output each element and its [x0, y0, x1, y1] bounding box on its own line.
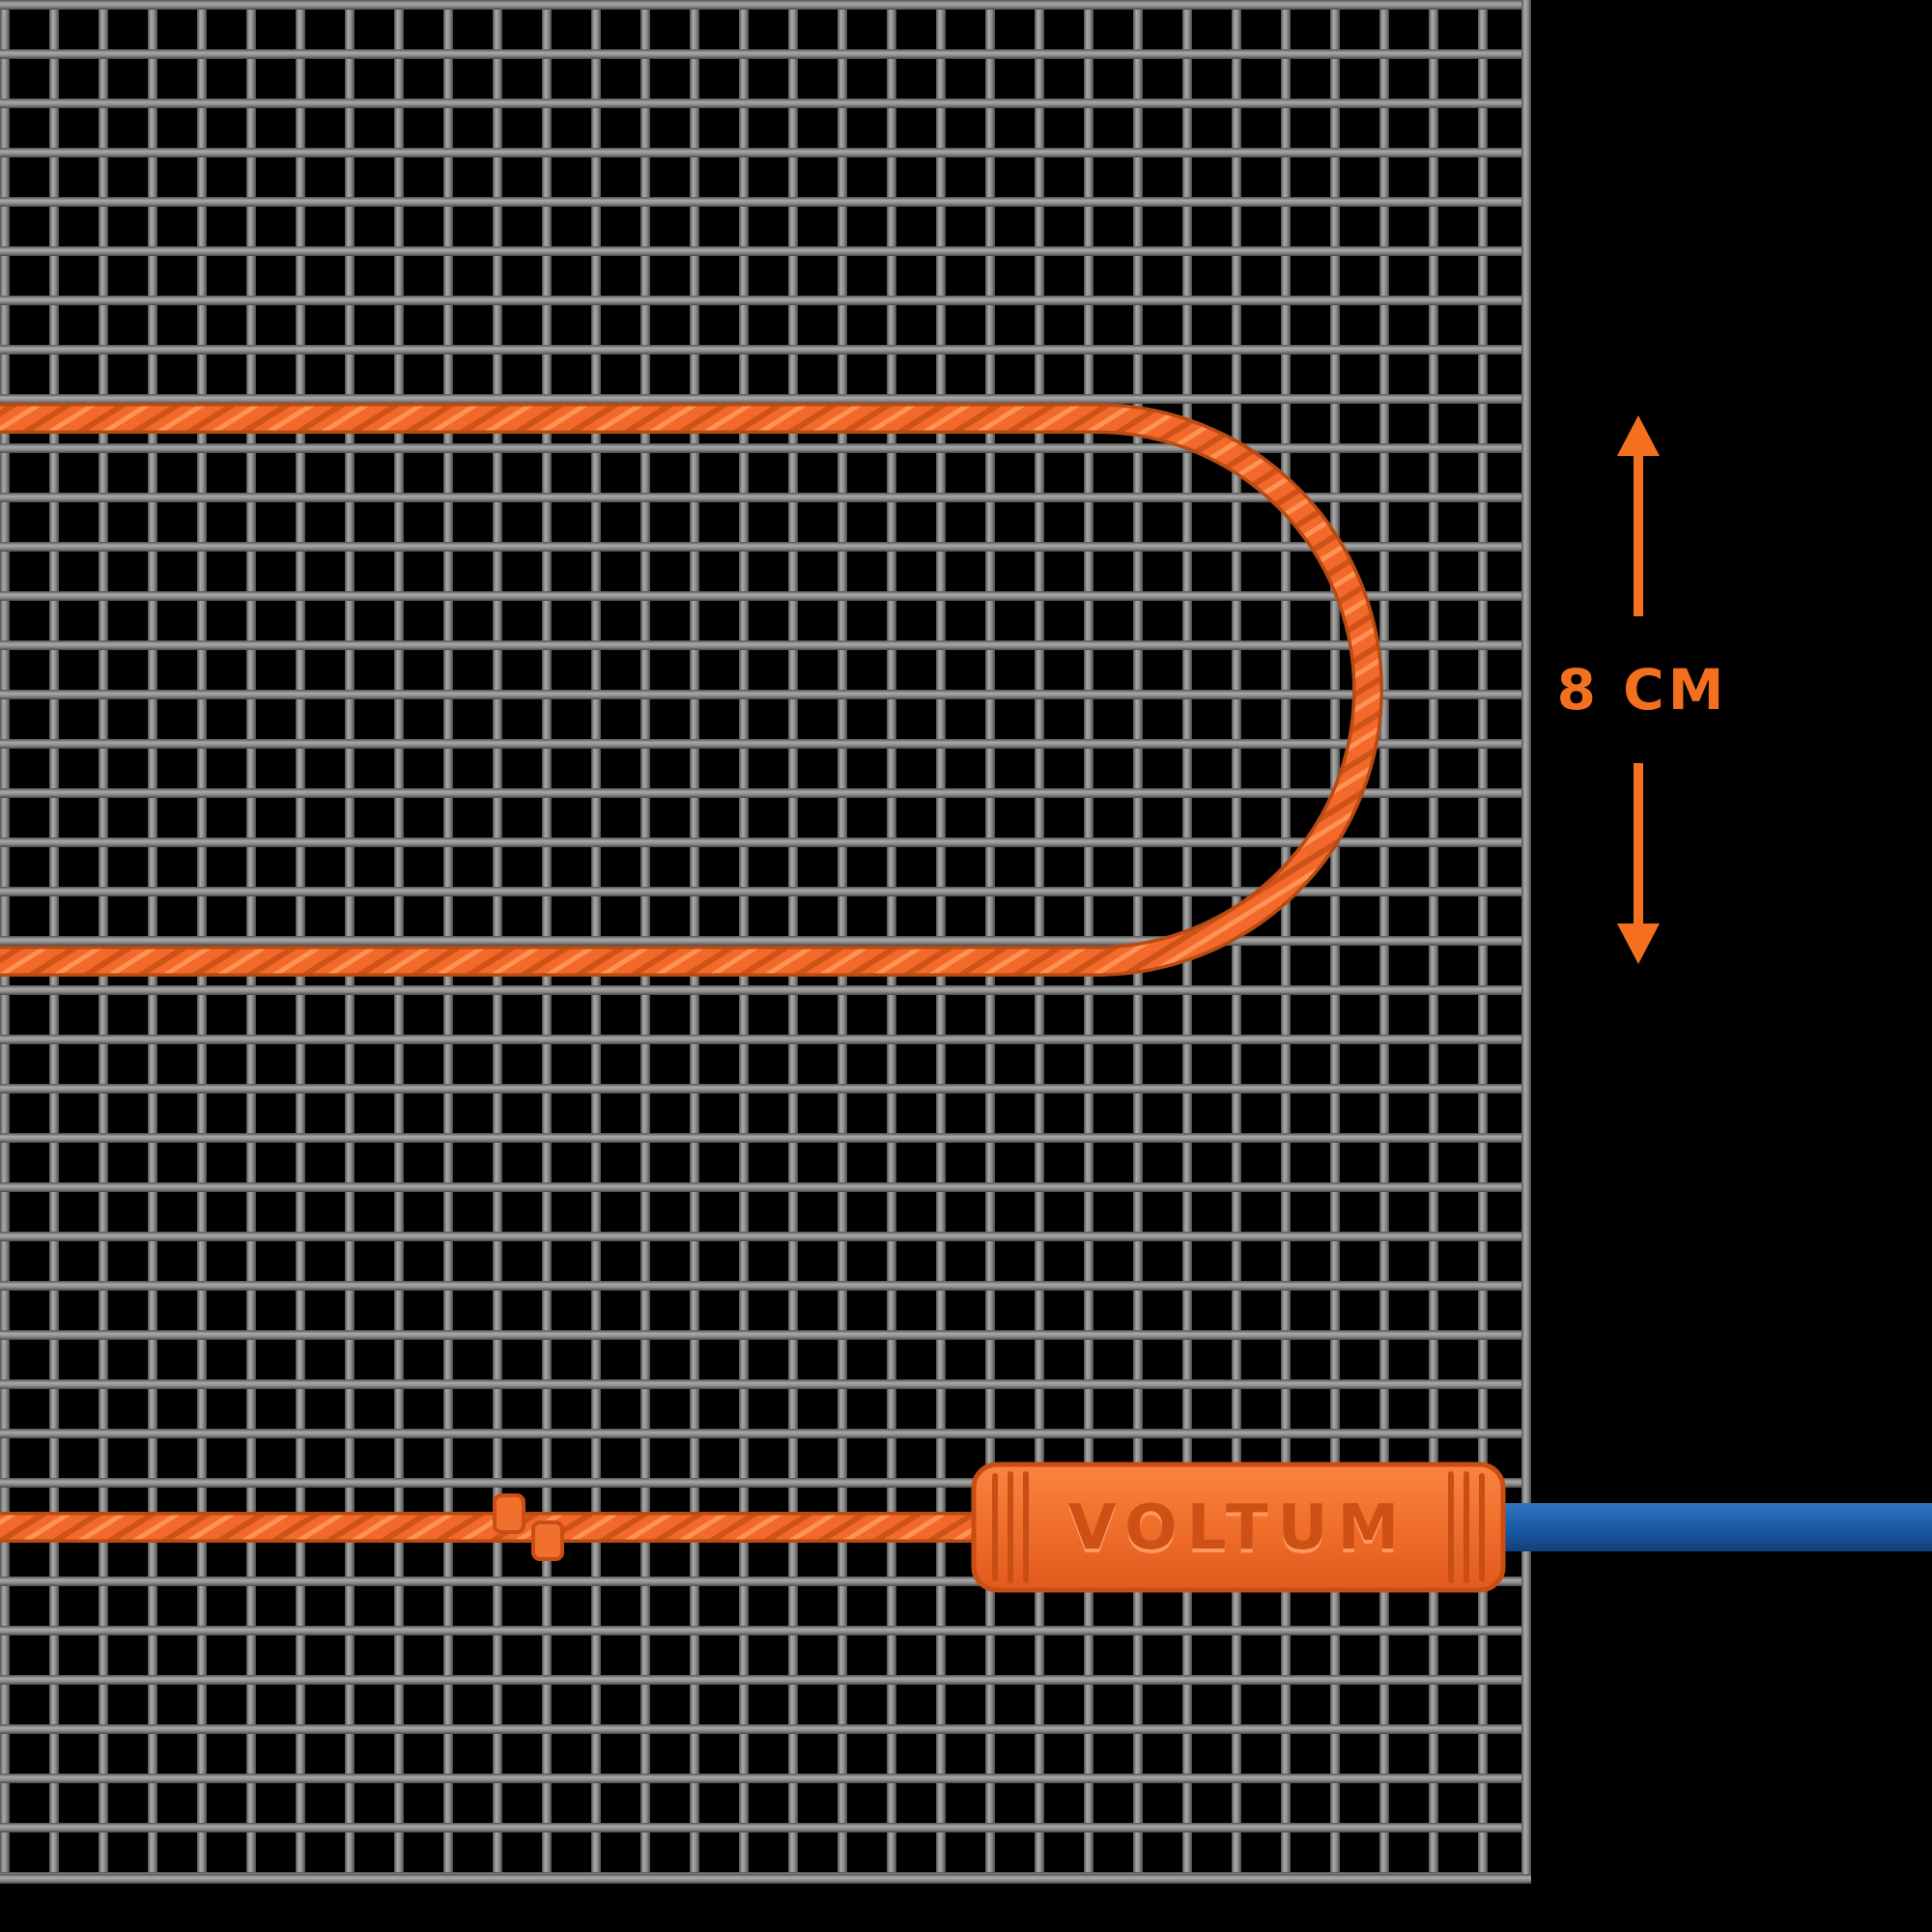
splice-clip-upper	[493, 1493, 526, 1534]
connector-ridges-left	[992, 1471, 1029, 1583]
dimension-annotation: 8 CM	[1557, 415, 1728, 964]
wire-mesh	[0, 0, 1531, 1884]
splice-clip	[493, 1493, 564, 1561]
mesh-right-edge-wire	[1521, 0, 1531, 1884]
splice-clip-lower	[531, 1520, 564, 1561]
heating-cable	[0, 403, 1383, 1543]
arrow-up-icon	[1617, 415, 1660, 456]
connector-brand-label: VOLTUM	[1068, 1492, 1408, 1564]
arrow-down-icon	[1617, 923, 1660, 964]
dimension-label: 8 CM	[1557, 657, 1728, 723]
connector-ridges-right	[1448, 1471, 1485, 1583]
connector: VOLTUM VOLTUM	[971, 1462, 1506, 1593]
cold-lead-cable	[1468, 1503, 1932, 1551]
mesh-bottom-edge-wire	[0, 1874, 1531, 1884]
connector-body	[971, 1462, 1506, 1593]
heating-cable-loop	[0, 406, 1380, 974]
connector-brand-highlight: VOLTUM	[1068, 1496, 1408, 1568]
mesh-grid	[0, 0, 1531, 1884]
